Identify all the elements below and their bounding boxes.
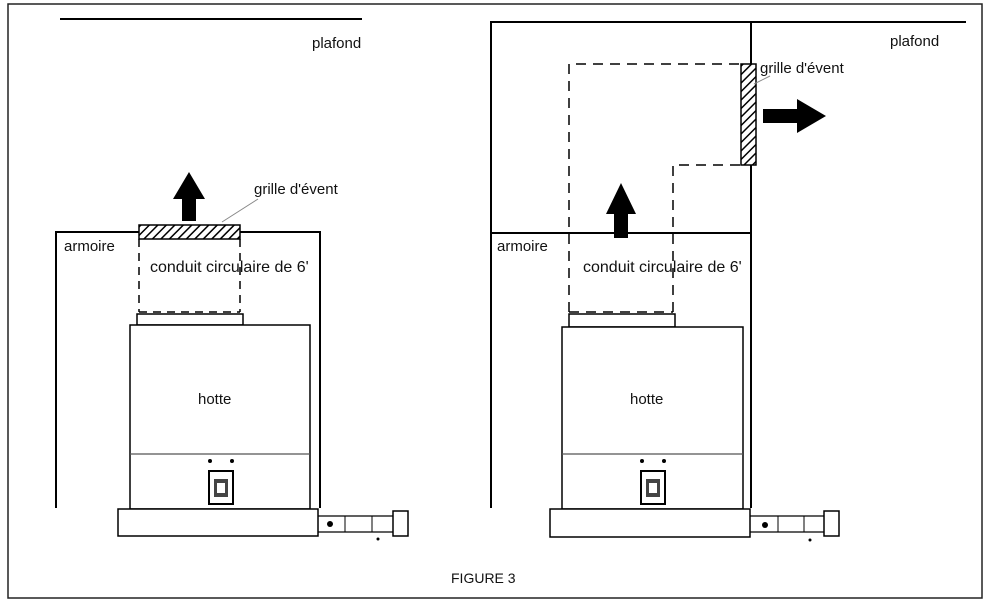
left-duct-label: conduit circulaire de 6' [150, 259, 309, 276]
right-hood-label: hotte [630, 391, 663, 408]
right-diagram: plafond armoire grille d'évent conduit c… [490, 21, 966, 542]
left-grille-leader [221, 198, 259, 223]
left-diagram: plafond armoire grille d'évent conduit c… [55, 18, 409, 541]
left-handle-end-cap [392, 510, 409, 537]
left-handle-screw [327, 521, 333, 527]
left-airflow-arrow-up [173, 172, 205, 221]
figure-caption: FIGURE 3 [451, 570, 516, 586]
left-handle-foot [376, 537, 380, 541]
right-duct-dashed-inner [672, 164, 743, 312]
right-grille-label: grille d'évent [760, 60, 845, 77]
right-indicator-dot-1 [640, 459, 644, 463]
right-handle-foot [808, 538, 812, 542]
left-indicator-dot-2 [230, 459, 234, 463]
right-airflow-arrow-up [606, 183, 636, 238]
left-vent-grille [138, 224, 241, 240]
right-hood-base [549, 508, 751, 538]
right-airflow-arrow-right [763, 99, 826, 133]
left-hood-label: hotte [198, 391, 231, 408]
right-hood-collar [568, 313, 676, 328]
right-duct-dashed-path [568, 63, 743, 312]
left-hood-base [117, 508, 319, 537]
left-control-switch-core [217, 483, 225, 493]
right-grille-leader [753, 75, 771, 85]
left-ceiling-label: plafond [312, 35, 361, 52]
left-grille-label: grille d'évent [254, 181, 339, 198]
right-handle-screw [762, 522, 768, 528]
figure-border [7, 3, 983, 599]
right-duct-label: conduit circulaire de 6' [583, 259, 742, 276]
right-control-switch-core [649, 483, 657, 493]
right-cabinet-label: armoire [497, 238, 548, 255]
right-vent-grille [740, 63, 757, 166]
left-hood-collar [136, 313, 244, 326]
right-indicator-dot-2 [662, 459, 666, 463]
right-handle-end-cap [823, 510, 840, 537]
left-indicator-dot-1 [208, 459, 212, 463]
right-ceiling-label: plafond [890, 33, 939, 50]
left-cabinet-label: armoire [64, 238, 115, 255]
